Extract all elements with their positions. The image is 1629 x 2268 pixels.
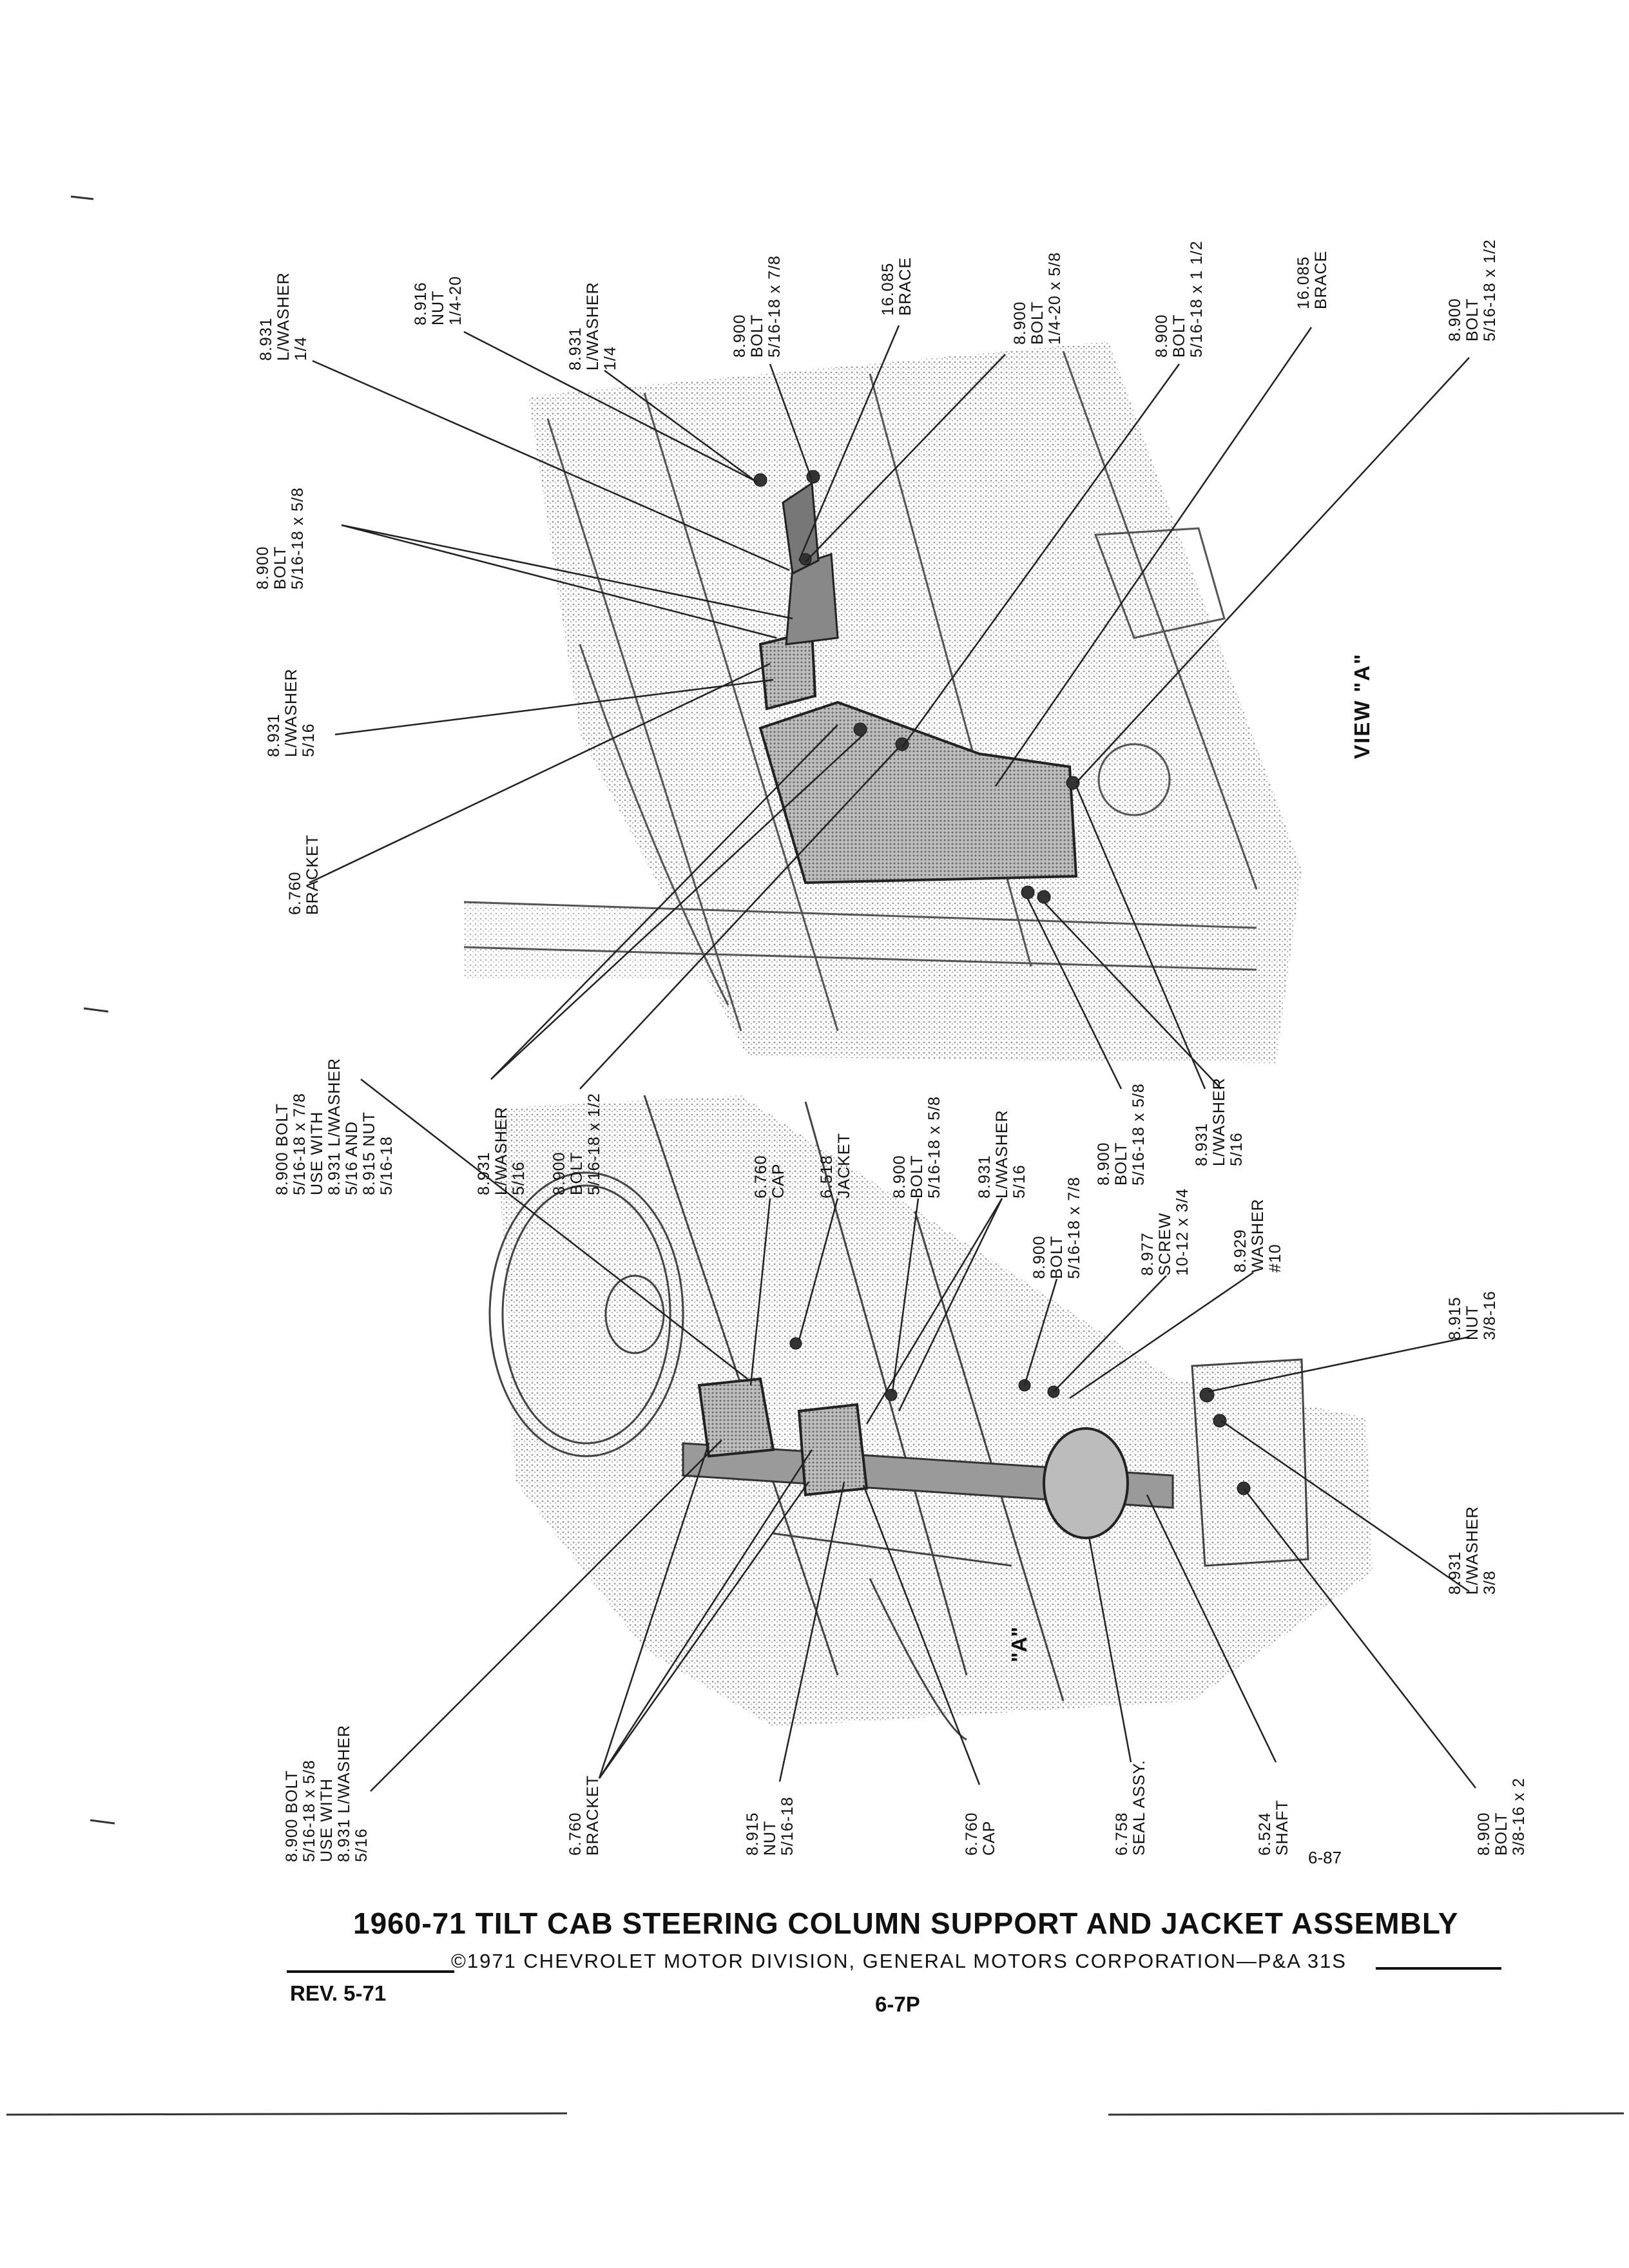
margin-marks xyxy=(6,195,1624,2116)
leader-lines xyxy=(309,325,1476,1792)
view-a-marker: "A" xyxy=(1007,1626,1031,1662)
view-a-illustration xyxy=(463,341,1302,1063)
copyright-line: ©1971 CHEVROLET MOTOR DIVISION, GENERAL … xyxy=(451,1950,1347,1972)
page-title: 1960-71 TILT CAB STEERING COLUMN SUPPORT… xyxy=(353,1907,1459,1940)
sheet-number: 6-87 xyxy=(1308,1848,1342,1867)
column-assembly-illustration xyxy=(488,1095,1373,1741)
view-a-title: VIEW "A" xyxy=(1350,653,1374,759)
revision-label: REV. 5-71 xyxy=(290,1981,387,2005)
title-rules xyxy=(287,1967,1501,1973)
page-number: 6-7P xyxy=(875,1992,920,2016)
